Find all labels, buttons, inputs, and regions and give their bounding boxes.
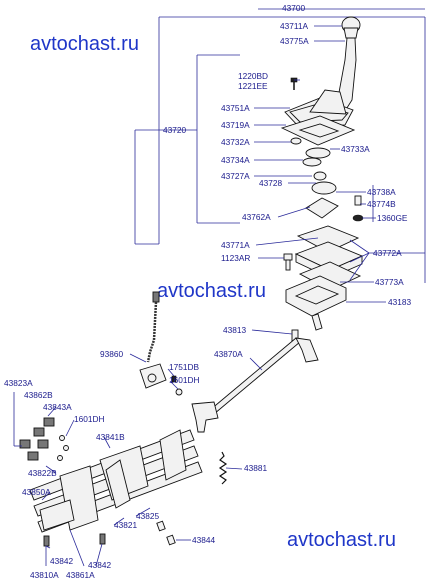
label-43738a: 43738A <box>367 187 396 197</box>
bolt-1123ar <box>283 253 293 271</box>
bolt-43774b <box>352 195 364 222</box>
label-43700: 43700 <box>282 3 305 13</box>
label-43813: 43813 <box>223 325 246 335</box>
leader-lines <box>13 25 386 567</box>
cable-93860 <box>139 291 167 389</box>
label-43771a: 43771A <box>221 240 250 250</box>
label-43728: 43728 <box>259 178 282 188</box>
shift-knob <box>327 16 361 123</box>
label-43862b: 43862B <box>24 390 53 400</box>
label-43842-a: 43842 <box>50 556 73 566</box>
label-43773a: 43773A <box>375 277 404 287</box>
retainer-43762a <box>305 197 339 219</box>
label-43825: 43825 <box>136 511 159 521</box>
pins-43844 <box>156 520 176 546</box>
control-shaft-43870a <box>191 337 319 433</box>
label-43733a: 43733A <box>341 144 370 154</box>
watermark-top: avtochast.ru <box>30 33 139 55</box>
label-43810a: 43810A <box>30 570 59 580</box>
label-43842-b: 43842 <box>88 560 111 570</box>
label-43823a: 43823A <box>4 378 33 388</box>
label-43844: 43844 <box>192 535 215 545</box>
label-43850a: 43850A <box>22 487 51 497</box>
washer-1601dh-a <box>175 388 183 396</box>
label-43727a: 43727A <box>221 171 250 181</box>
label-93860: 93860 <box>100 349 123 359</box>
label-43881: 43881 <box>244 463 267 473</box>
shift-rails-assembly <box>29 429 203 533</box>
pins-43842 <box>43 533 106 547</box>
label-43183: 43183 <box>388 297 411 307</box>
label-43751a: 43751A <box>221 103 250 113</box>
label-1220bd: 1220BD <box>238 71 268 81</box>
label-43711a: 43711A <box>280 21 308 31</box>
label-1751db: 1751DB <box>169 362 199 372</box>
watermark-middle: avtochast.ru <box>157 280 266 302</box>
label-43732a: 43732A <box>221 137 250 147</box>
watermark-bottom: avtochast.ru <box>287 529 396 551</box>
label-43734a: 43734A <box>221 155 250 165</box>
label-43822b: 43822B <box>28 468 57 478</box>
bracket-lines <box>134 8 426 283</box>
label-43719a: 43719A <box>221 120 250 130</box>
shift-boot <box>284 89 354 129</box>
spring-seat-43734a <box>302 157 322 167</box>
label-43774b: 43774B <box>367 199 396 209</box>
detent-plugs <box>19 417 69 461</box>
label-43762a: 43762A <box>242 212 271 222</box>
label-43772a: 43772A <box>373 248 402 258</box>
label-43841b: 43841B <box>96 432 125 442</box>
lever-housing <box>285 225 364 331</box>
bushing-43727a <box>311 181 337 195</box>
label-1360ge: 1360GE <box>377 213 408 223</box>
washer-43732a <box>290 137 302 145</box>
bushing-43733a <box>305 147 331 159</box>
part-labels: 43700 43711A 43775A 1220BD 1221EE 43751A… <box>4 3 411 580</box>
spring-43881 <box>218 451 228 485</box>
label-1601dh-b: 1601DH <box>74 414 104 424</box>
label-43870a: 43870A <box>214 349 243 359</box>
label-43821: 43821 <box>114 520 137 530</box>
label-1221ee: 1221EE <box>238 81 268 91</box>
spring-43728 <box>313 171 327 181</box>
label-1601dh-a: 1601DH <box>169 375 199 385</box>
label-43843a: 43843A <box>43 402 72 412</box>
label-1123ar: 1123AR <box>221 253 250 263</box>
seal-plate <box>280 115 356 146</box>
label-43720: 43720 <box>163 125 186 135</box>
label-43775a: 43775A <box>280 36 309 46</box>
label-43861a: 43861A <box>66 570 95 580</box>
